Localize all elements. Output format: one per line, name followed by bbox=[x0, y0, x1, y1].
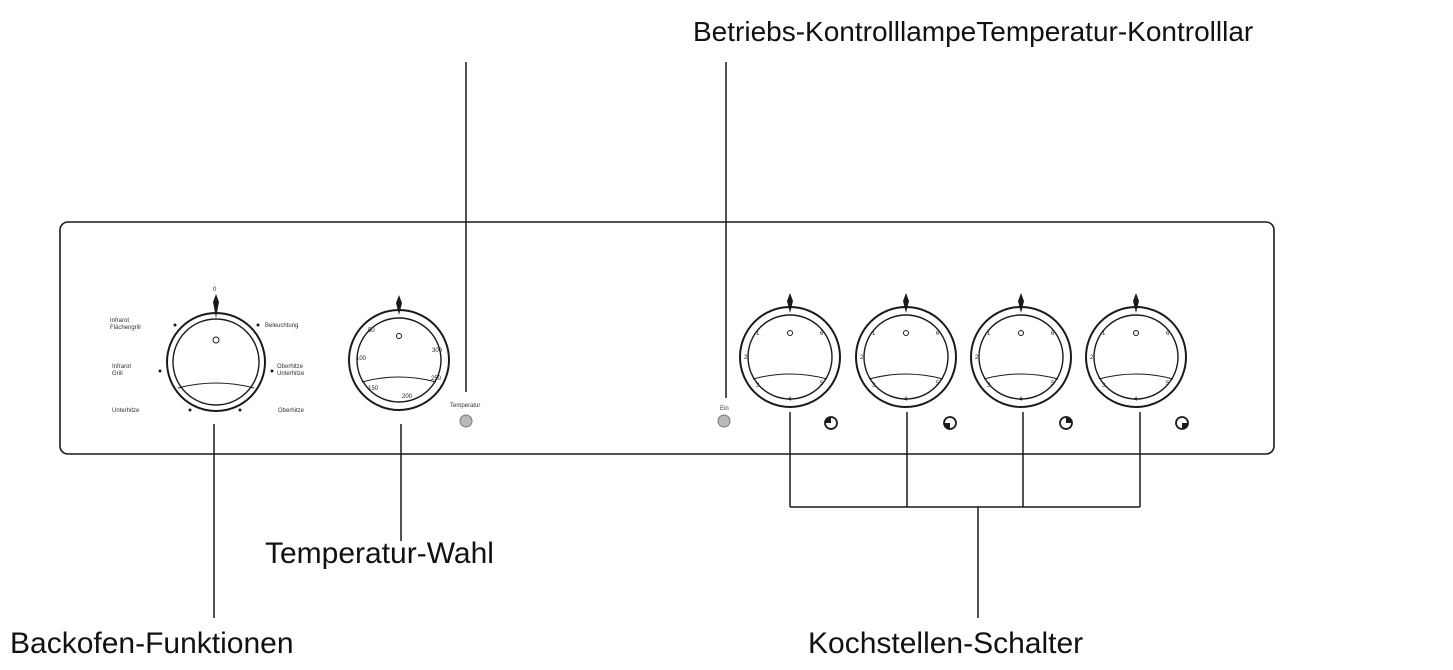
hob-tick: 4 bbox=[904, 397, 908, 403]
hob-tick: 1 bbox=[872, 331, 876, 337]
hob-tick: 5 bbox=[820, 381, 824, 387]
hob-tick: 6 bbox=[1051, 331, 1055, 337]
power-lamp: Ein bbox=[717, 406, 731, 428]
callout-hob-switches: Kochstellen-Schalter bbox=[808, 627, 1084, 660]
temperature-tick: 200 bbox=[402, 394, 413, 400]
pointer-marker-icon bbox=[1133, 293, 1139, 313]
hob-tick: 6 bbox=[936, 331, 940, 337]
hob-knob-4[interactable]: 1 2 3 4 5 6 bbox=[1085, 293, 1187, 408]
hob-knob-2[interactable]: 1 2 3 4 5 6 bbox=[855, 293, 957, 408]
hob-tick: 3 bbox=[987, 383, 991, 389]
hob-tick: 4 bbox=[788, 397, 792, 403]
function-zero-label: 0 bbox=[213, 287, 217, 293]
callout-indicator-lamps: Betriebs-KontrolllampeTemperatur-Kontrol… bbox=[693, 16, 1254, 47]
hob-knob-1[interactable]: 1 2 3 4 5 6 bbox=[739, 293, 841, 408]
hob-tick: 2 bbox=[860, 355, 864, 361]
pointer-marker-icon bbox=[1018, 293, 1024, 313]
option-beleuchtung: Beleuchtung bbox=[265, 323, 298, 329]
hob-tick: 4 bbox=[1134, 397, 1138, 403]
hob-tick: 5 bbox=[1051, 381, 1055, 387]
pointer-marker-icon bbox=[396, 295, 402, 315]
hob-tick: 6 bbox=[820, 331, 824, 337]
hob-tick: 1 bbox=[987, 331, 991, 337]
hob-position-symbol-front-right-icon bbox=[1175, 416, 1189, 430]
temperature-tick: 300 bbox=[432, 348, 443, 354]
leader-hob-knobs bbox=[789, 412, 1141, 618]
hob-position-symbol-rear-left-icon bbox=[943, 416, 957, 430]
hob-knob-3[interactable]: 1 2 3 4 5 6 bbox=[970, 293, 1072, 408]
hob-tick: 5 bbox=[1166, 381, 1170, 387]
pointer-marker-icon bbox=[903, 293, 909, 313]
pointer-marker-icon bbox=[787, 293, 793, 313]
hob-tick: 3 bbox=[872, 383, 876, 389]
option-unterhitze: Unterhitze bbox=[112, 408, 140, 414]
hob-tick: 1 bbox=[756, 331, 760, 337]
pointer-marker-icon bbox=[213, 294, 219, 318]
power-lamp-label: Ein bbox=[720, 406, 729, 412]
hob-tick: 1 bbox=[1102, 331, 1106, 337]
callout-oven-functions: Backofen-Funktionen bbox=[10, 627, 294, 660]
callout-temperature-select: Temperatur-Wahl bbox=[265, 537, 494, 570]
option-oberhitze: Oberhitze bbox=[278, 408, 305, 414]
temperature-lamp-label: Temperatur bbox=[450, 403, 480, 409]
temperature-tick: 250 bbox=[431, 376, 442, 382]
temperature-tick: 50 bbox=[368, 328, 375, 334]
hob-tick: 3 bbox=[756, 383, 760, 389]
hob-tick: 2 bbox=[975, 355, 979, 361]
control-panel bbox=[59, 221, 1275, 455]
hob-tick: 2 bbox=[744, 355, 748, 361]
hob-tick: 3 bbox=[1102, 383, 1106, 389]
temperature-knob[interactable]: 50 100 150 200 250 300 bbox=[348, 295, 450, 411]
hob-tick: 5 bbox=[936, 381, 940, 387]
hob-tick: 4 bbox=[1019, 397, 1023, 403]
hob-tick: 2 bbox=[1090, 355, 1094, 361]
hob-position-symbol-rear-right-icon bbox=[1059, 416, 1073, 430]
temperature-tick: 100 bbox=[356, 356, 367, 362]
hob-position-symbol-front-left-icon bbox=[824, 416, 838, 430]
temperature-lamp: Temperatur bbox=[450, 403, 480, 428]
temperature-tick: 150 bbox=[368, 386, 379, 392]
hob-tick: 6 bbox=[1166, 331, 1170, 337]
